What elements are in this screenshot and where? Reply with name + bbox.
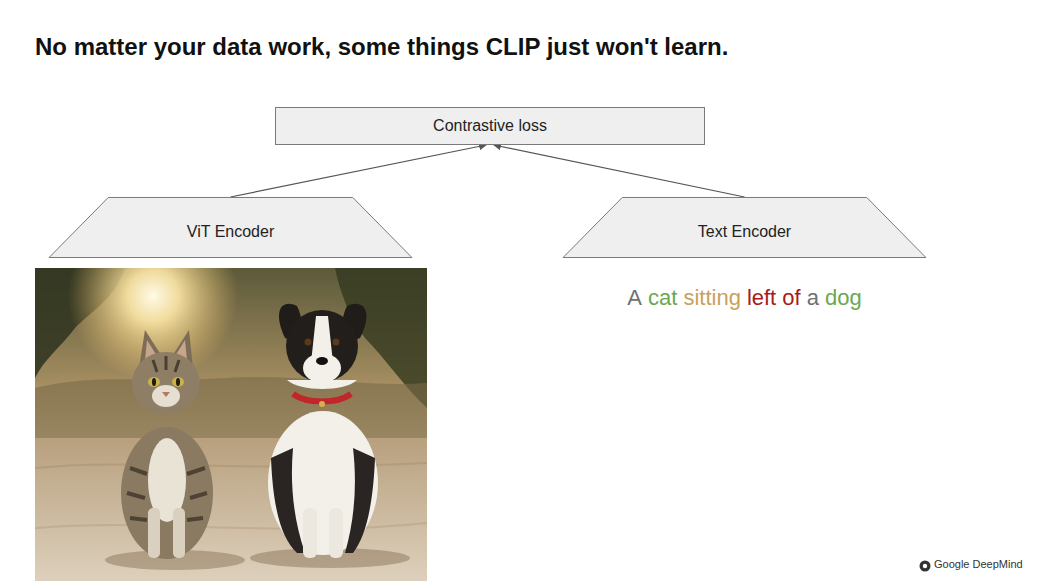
cat-dog-photo [35,268,427,581]
arrow-connector [494,145,745,197]
arrow-connector [231,145,487,197]
encoder-trapezoid: Text Encoder [562,197,927,258]
node-label: Contrastive loss [433,117,547,135]
sentence-word: A [627,285,642,311]
loss-box: Contrastive loss [275,107,705,145]
sentence-word: sitting [683,285,740,311]
sentence-word: cat [648,285,677,311]
node-label: Text Encoder [698,215,791,241]
sentence-word: dog [825,285,862,311]
node-label: ViT Encoder [187,215,274,241]
sentence-word: left of [747,285,801,311]
sentence-word: a [807,285,819,311]
caption-sentence: Acatsitting left ofadog [627,285,861,311]
watermark: Google DeepMind [934,558,1023,570]
encoder-trapezoid: ViT Encoder [48,197,413,258]
title: No matter your data work, some things CL… [35,33,728,61]
logo-icon [919,560,931,572]
